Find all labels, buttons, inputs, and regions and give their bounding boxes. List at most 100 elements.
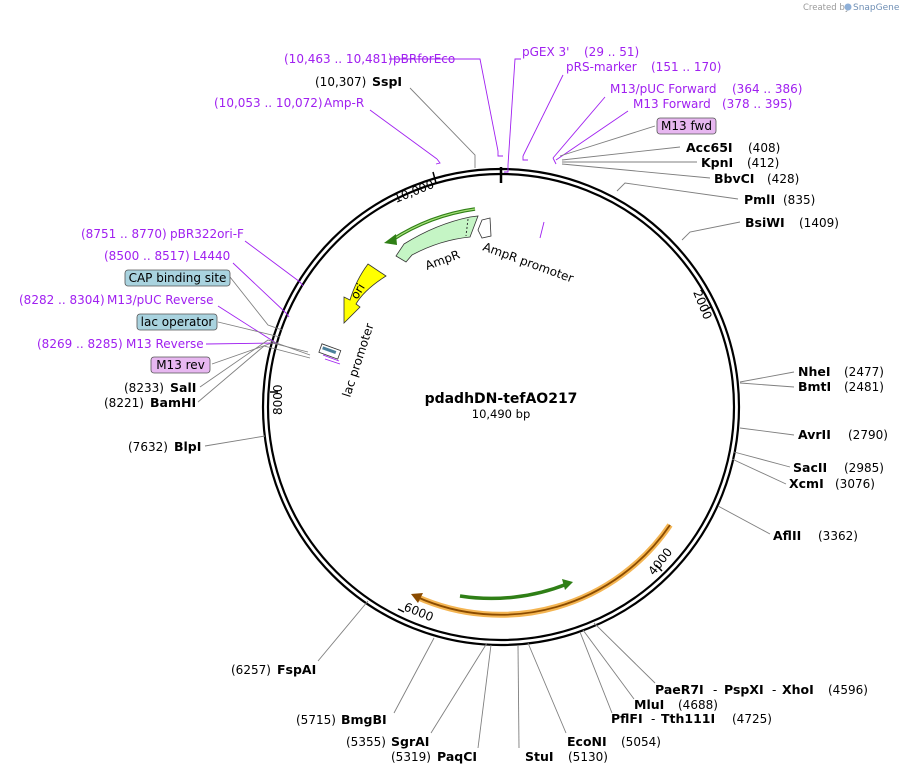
enzyme-bmgbi-name: BmgBI <box>341 712 387 727</box>
enzyme-aflii-name: AflII <box>773 528 801 543</box>
enzyme-avrii-pos: (2790) <box>848 428 888 442</box>
orf-arc-orange <box>415 523 673 618</box>
enzyme-pspxi-name: PspXI <box>724 682 764 697</box>
orf-arc-bottom-arrowhead <box>562 579 573 590</box>
lac-operator-box-label <box>136 313 218 331</box>
enzyme-econi-pos: (5054) <box>621 735 661 749</box>
enzyme-blpi-pos: (7632) <box>128 440 168 454</box>
enzyme-tth111i-pos: (4725) <box>732 712 772 726</box>
enzyme-bsiwi-pos: (1409) <box>799 216 839 230</box>
leader-xcmi <box>731 458 787 485</box>
primer-m13puc-forward-range: (364 .. 386) <box>732 82 802 96</box>
enzyme-fspai-pos: (6257) <box>231 663 271 677</box>
enzyme-acc65i-name: Acc65I <box>686 140 733 155</box>
enzyme-mlui-name: MluI <box>634 697 664 712</box>
enzyme-bmti-name: BmtI <box>798 379 831 394</box>
enzyme-separator: - <box>713 683 717 697</box>
primer-mark <box>435 158 441 165</box>
enzyme-sali-name: SalI <box>170 380 196 395</box>
credit-brand: SnapGene <box>853 3 900 13</box>
leader-econi <box>527 642 567 734</box>
primer-l4440-range: (8500 .. 8517) <box>104 249 190 263</box>
primer-mark <box>504 165 509 173</box>
leader-pbr322ori-f <box>244 240 301 283</box>
enzyme-bsiwi-name: BsiWI <box>745 215 785 230</box>
enzyme-avrii-name: AvrII <box>798 427 831 442</box>
primer-pgex3-name: pGEX 3' <box>522 45 569 59</box>
enzyme-blpi-name: BlpI <box>174 439 201 454</box>
leader-sali <box>199 339 311 388</box>
orf-arc-top-highlight <box>391 208 476 241</box>
enzyme-separator: - <box>651 712 655 726</box>
ampr-feature <box>395 215 479 263</box>
leader-m13-reverse <box>205 342 279 345</box>
primer-mark <box>322 354 341 365</box>
primer-pgex3-range: (29 .. 51) <box>584 45 639 59</box>
leader-fspai <box>317 600 369 662</box>
primer-mark <box>299 281 304 287</box>
enzyme-mlui-pos: (4688) <box>678 698 718 712</box>
enzyme-acc65i-pos: (408) <box>748 141 780 155</box>
enzyme-sspi-pos: (10,307) <box>315 75 366 89</box>
leader-prs-marker <box>522 74 564 157</box>
primer-pbr322ori-f-name: pBR322ori-F <box>170 227 244 241</box>
m13-fwd-label: M13 fwd <box>661 119 712 133</box>
leader-aflii <box>717 505 771 535</box>
ori-feature <box>343 263 387 324</box>
primer-mark <box>497 151 503 157</box>
leader-lac-operator <box>217 321 281 338</box>
leader-m13fwd-box <box>559 125 656 157</box>
leader-avrii <box>739 427 795 436</box>
enzyme-bamhi-name: BamHI <box>150 395 196 410</box>
leader-l4440 <box>232 262 287 314</box>
leader-nhei <box>739 371 795 383</box>
leader-bbvci <box>561 163 711 179</box>
enzyme-bbvci-pos: (428) <box>767 172 799 186</box>
primer-pbrforeco-range: (10,463 .. 10,481) <box>284 52 393 66</box>
leader-bmgbi <box>393 637 435 714</box>
leader-sspi <box>409 87 476 168</box>
enzyme-bbvci-name: BbvCI <box>714 171 754 186</box>
enzyme-sacii-name: SacII <box>793 460 827 475</box>
cap-binding-site-label: CAP binding site <box>129 271 227 285</box>
tick-mark <box>397 608 405 613</box>
primer-m13-forward-range: (378 .. 395) <box>722 97 792 111</box>
primer-mark <box>552 157 557 165</box>
enzyme-bmti-pos: (2481) <box>844 380 884 394</box>
leader-m13puc-forward <box>552 96 606 159</box>
enzyme-aflii-pos: (3362) <box>818 529 858 543</box>
enzyme-sgrai-name: SgrAI <box>391 734 429 749</box>
enzyme-xhoi-pos: (4596) <box>828 683 868 697</box>
leader-acc65i <box>561 146 681 161</box>
enzyme-paqci-name: PaqCI <box>437 749 477 764</box>
leader-stui <box>517 644 520 749</box>
leader-mlui <box>582 629 635 700</box>
primer-m13puc-reverse-range: (8282 .. 8304) <box>19 293 105 307</box>
enzyme-tth111i-name: Tth111I <box>661 711 715 726</box>
cap-binding-site-box <box>124 269 231 287</box>
leader-paqci <box>477 644 492 749</box>
primer-pbr322ori-f-range: (8751 .. 8770) <box>81 227 167 241</box>
orf-arc-orange-core <box>416 524 671 616</box>
tick-mark <box>432 171 437 184</box>
ampr-promoter-arrow <box>477 217 492 239</box>
enzyme-xcmi-pos: (3076) <box>835 477 875 491</box>
primer-m13-forward-name: M13 Forward <box>633 97 711 111</box>
enzyme-sgrai-pos: (5355) <box>346 735 386 749</box>
primer-mark <box>285 312 290 318</box>
ampr-label: AmpR <box>423 247 461 272</box>
leader-m13-forward <box>555 110 629 161</box>
tick-mark <box>655 564 663 572</box>
leader-bmti <box>739 382 795 388</box>
leader-amp-r <box>369 109 438 160</box>
orf-arc-top-arrowhead <box>384 234 397 245</box>
enzyme-separator: - <box>772 683 776 697</box>
enzyme-kpni-name: KpnI <box>701 155 733 170</box>
primer-m13puc-forward-name: M13/pUC Forward <box>610 82 717 96</box>
enzyme-pflfi-name: PflFI <box>611 711 643 726</box>
credit-prefix: Created by <box>803 3 850 13</box>
leader-bsiwi <box>681 221 741 241</box>
enzyme-bmgbi-pos: (5715) <box>296 713 336 727</box>
lac-operator-label: lac operator <box>141 315 214 329</box>
